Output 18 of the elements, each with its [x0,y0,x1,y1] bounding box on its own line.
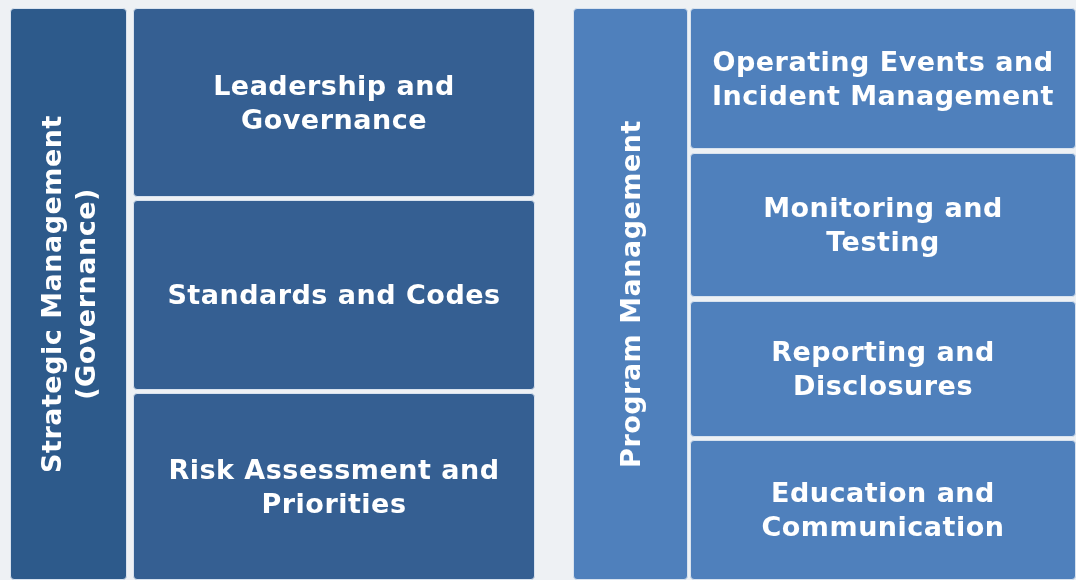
process-box [133,200,535,390]
band-title: Strategic Management (Governance) [34,114,102,475]
vertical-band [573,8,688,580]
process-box [133,393,535,580]
process-box [690,301,1076,437]
box-label: Operating Events and Incident Management [711,44,1055,113]
process-box [690,8,1076,149]
box-label: Standards and Codes [167,278,501,312]
box-label: Reporting and Disclosures [770,335,996,403]
process-box [690,153,1076,297]
box-label: Leadership and Governance [212,68,456,137]
process-box [690,440,1076,580]
box-label: Risk Assessment and Priorities [167,452,501,521]
vertical-band [10,8,127,580]
box-label: Monitoring and Testing [762,191,1004,259]
process-box [133,8,535,197]
box-label: Education and Communication [760,476,1006,544]
band-title: Program Management [613,119,647,470]
